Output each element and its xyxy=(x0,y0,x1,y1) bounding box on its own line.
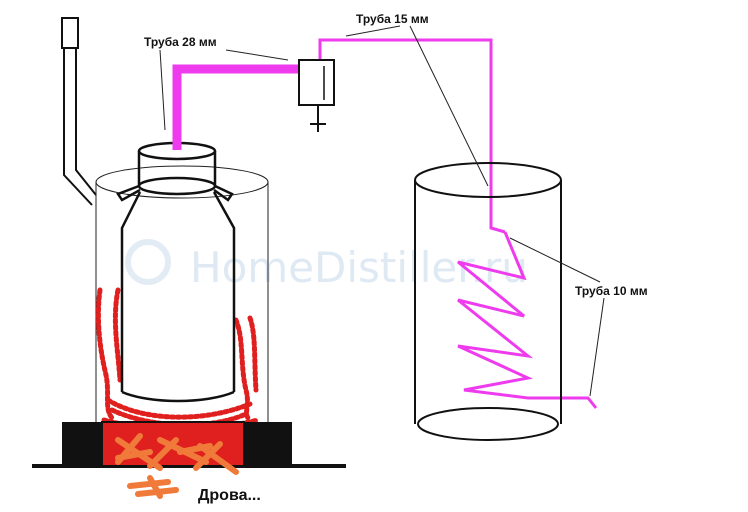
pipe-28mm xyxy=(172,64,298,150)
chimney xyxy=(61,17,97,206)
condenser-tank xyxy=(414,162,562,441)
label-firewood: Дрова... xyxy=(198,487,261,504)
label-pipe-28mm: Труба 28 мм xyxy=(144,35,217,49)
base-left-block xyxy=(62,422,102,466)
boiler-milk-can xyxy=(116,141,236,403)
pipe-15mm xyxy=(318,38,506,234)
leader-lines xyxy=(159,25,605,397)
chimney-pipe xyxy=(63,48,97,206)
label-pipe-15mm: Труба 15 мм xyxy=(356,12,429,26)
chimney-top xyxy=(61,17,79,49)
stove-base xyxy=(32,421,346,468)
firewood-sticks xyxy=(115,433,239,499)
thermometer-box xyxy=(298,59,335,106)
watermark-text: HomeDistiller.ru xyxy=(190,243,528,292)
thermometer xyxy=(298,59,335,132)
base-right-block xyxy=(244,422,292,466)
watermark: HomeDistiller.ru xyxy=(125,239,528,292)
stove-shell xyxy=(95,165,269,422)
label-pipe-10mm: Труба 10 мм xyxy=(575,284,648,298)
coil-10mm xyxy=(457,231,598,409)
watermark-drop-icon xyxy=(125,239,171,285)
